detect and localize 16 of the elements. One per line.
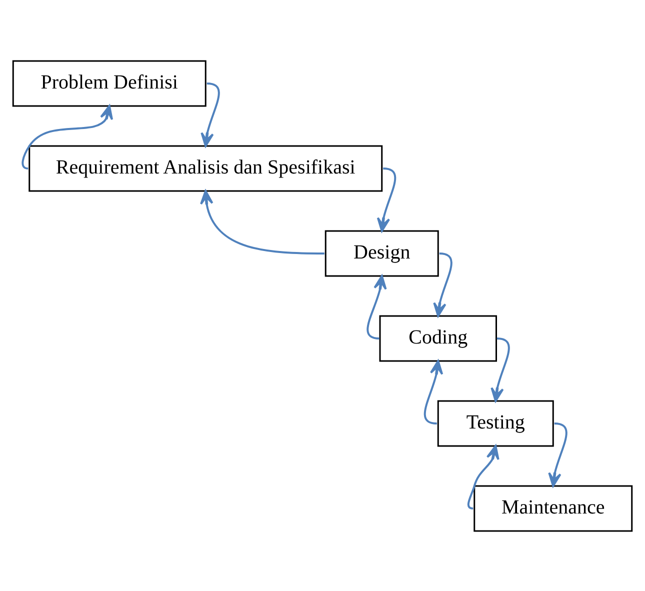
node-box: Maintenance bbox=[474, 484, 633, 532]
arrow bbox=[433, 252, 452, 316]
arrow bbox=[366, 274, 387, 339]
arrow bbox=[548, 422, 568, 486]
arrow bbox=[200, 82, 220, 146]
node-box: Testing bbox=[437, 400, 554, 446]
arrow bbox=[490, 337, 510, 402]
arrow bbox=[376, 167, 396, 232]
node-box: Requirement Analisis dan Spesifikasi bbox=[28, 144, 383, 192]
arrow bbox=[424, 360, 444, 424]
node-box: Coding bbox=[379, 314, 497, 362]
node-box: Design bbox=[324, 230, 439, 276]
node-box: Problem Definisi bbox=[12, 60, 206, 106]
arrow bbox=[22, 104, 114, 169]
arrow bbox=[467, 444, 500, 509]
arrow bbox=[200, 190, 324, 254]
